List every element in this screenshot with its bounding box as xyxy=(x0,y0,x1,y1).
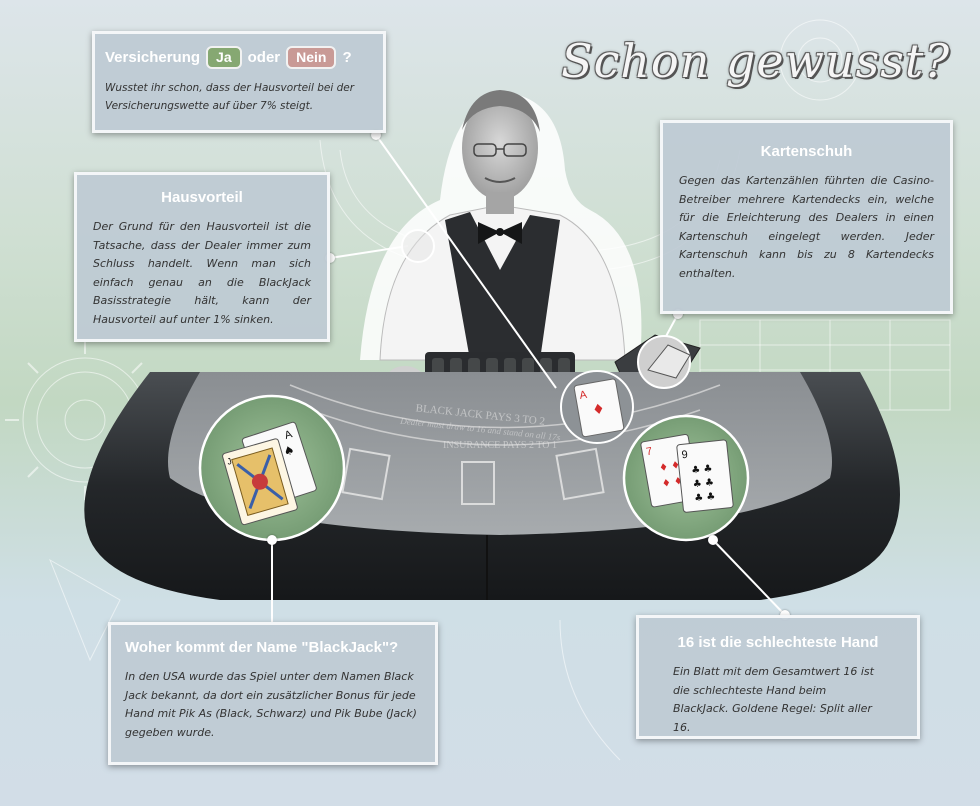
blackjack-card-ace: A xyxy=(283,428,294,442)
insurance-card-rank: A xyxy=(579,389,589,402)
sixteen-card-seven: 7 xyxy=(645,446,653,459)
question-mark: ? xyxy=(342,49,352,66)
blackjack-card-jack: J xyxy=(226,456,233,467)
or-text: oder xyxy=(247,49,281,66)
connector-dot-versicherung xyxy=(371,130,381,140)
connector-versicherung xyxy=(375,134,557,389)
sechzehn-card: 16 ist die schlechteste Hand Ein Blatt m… xyxy=(636,615,920,739)
svg-text:♣ ♣: ♣ ♣ xyxy=(694,491,716,504)
kartenschuh-heading: Kartenschuh xyxy=(760,143,853,160)
page-title: Schon gewusst? xyxy=(561,34,950,88)
connector-dot-kartenschuh xyxy=(673,309,683,319)
felt-text-bottom: INSURANCE PAYS 2 TO 1 xyxy=(443,440,557,451)
sechzehn-heading: 16 ist die schlechteste Hand xyxy=(677,634,879,651)
versicherung-card: Versicherung Ja oder Nein ? Wusstet ihr … xyxy=(92,31,386,133)
kartenschuh-card: Kartenschuh Gegen das Kartenzählen führt… xyxy=(660,120,953,314)
hausvorteil-text: Der Grund für den Hausvorteil ist die Ta… xyxy=(93,220,311,326)
kartenschuh-text: Gegen das Kartenzählen führten die Casin… xyxy=(679,174,934,280)
connector-dot-hausvorteil xyxy=(325,253,335,263)
sixteen-card-nine: 9 xyxy=(681,449,688,462)
svg-text:♣ ♣: ♣ ♣ xyxy=(692,477,714,490)
blackjack-name-heading: Woher kommt der Name "BlackJack"? xyxy=(125,639,399,656)
svg-text:♠: ♠ xyxy=(282,442,297,459)
sechzehn-text: Ein Blatt mit dem Gesamtwert 16 ist die … xyxy=(673,665,874,734)
hausvorteil-bubble xyxy=(401,229,435,263)
versicherung-heading: Versicherung Ja oder Nein ? xyxy=(105,46,373,69)
versicherung-heading-text: Versicherung xyxy=(105,49,201,66)
connector-dot-sechzehn-top xyxy=(708,535,718,545)
dealer-figure xyxy=(379,90,626,390)
hausvorteil-heading: Hausvorteil xyxy=(161,189,243,206)
svg-text:♦ ♦: ♦ ♦ xyxy=(658,460,681,474)
no-badge: Nein xyxy=(286,46,337,69)
svg-text:♦: ♦ xyxy=(591,401,606,419)
yes-badge: Ja xyxy=(206,46,242,69)
svg-text:♦ ♦: ♦ ♦ xyxy=(661,476,684,490)
hausvorteil-card: Hausvorteil Der Grund für den Hausvortei… xyxy=(74,172,330,342)
versicherung-text: Wusstet ihr schon, dass der Hausvorteil … xyxy=(105,82,355,112)
blackjack-name-text: In den USA wurde das Spiel unter dem Nam… xyxy=(125,670,417,739)
blackjack-name-card: Woher kommt der Name "BlackJack"? In den… xyxy=(108,622,438,765)
connector-sechzehn xyxy=(712,539,786,616)
connector-hausvorteil xyxy=(329,245,409,259)
connector-dot-blackjack xyxy=(267,535,277,545)
svg-text:♣ ♣: ♣ ♣ xyxy=(691,463,713,476)
